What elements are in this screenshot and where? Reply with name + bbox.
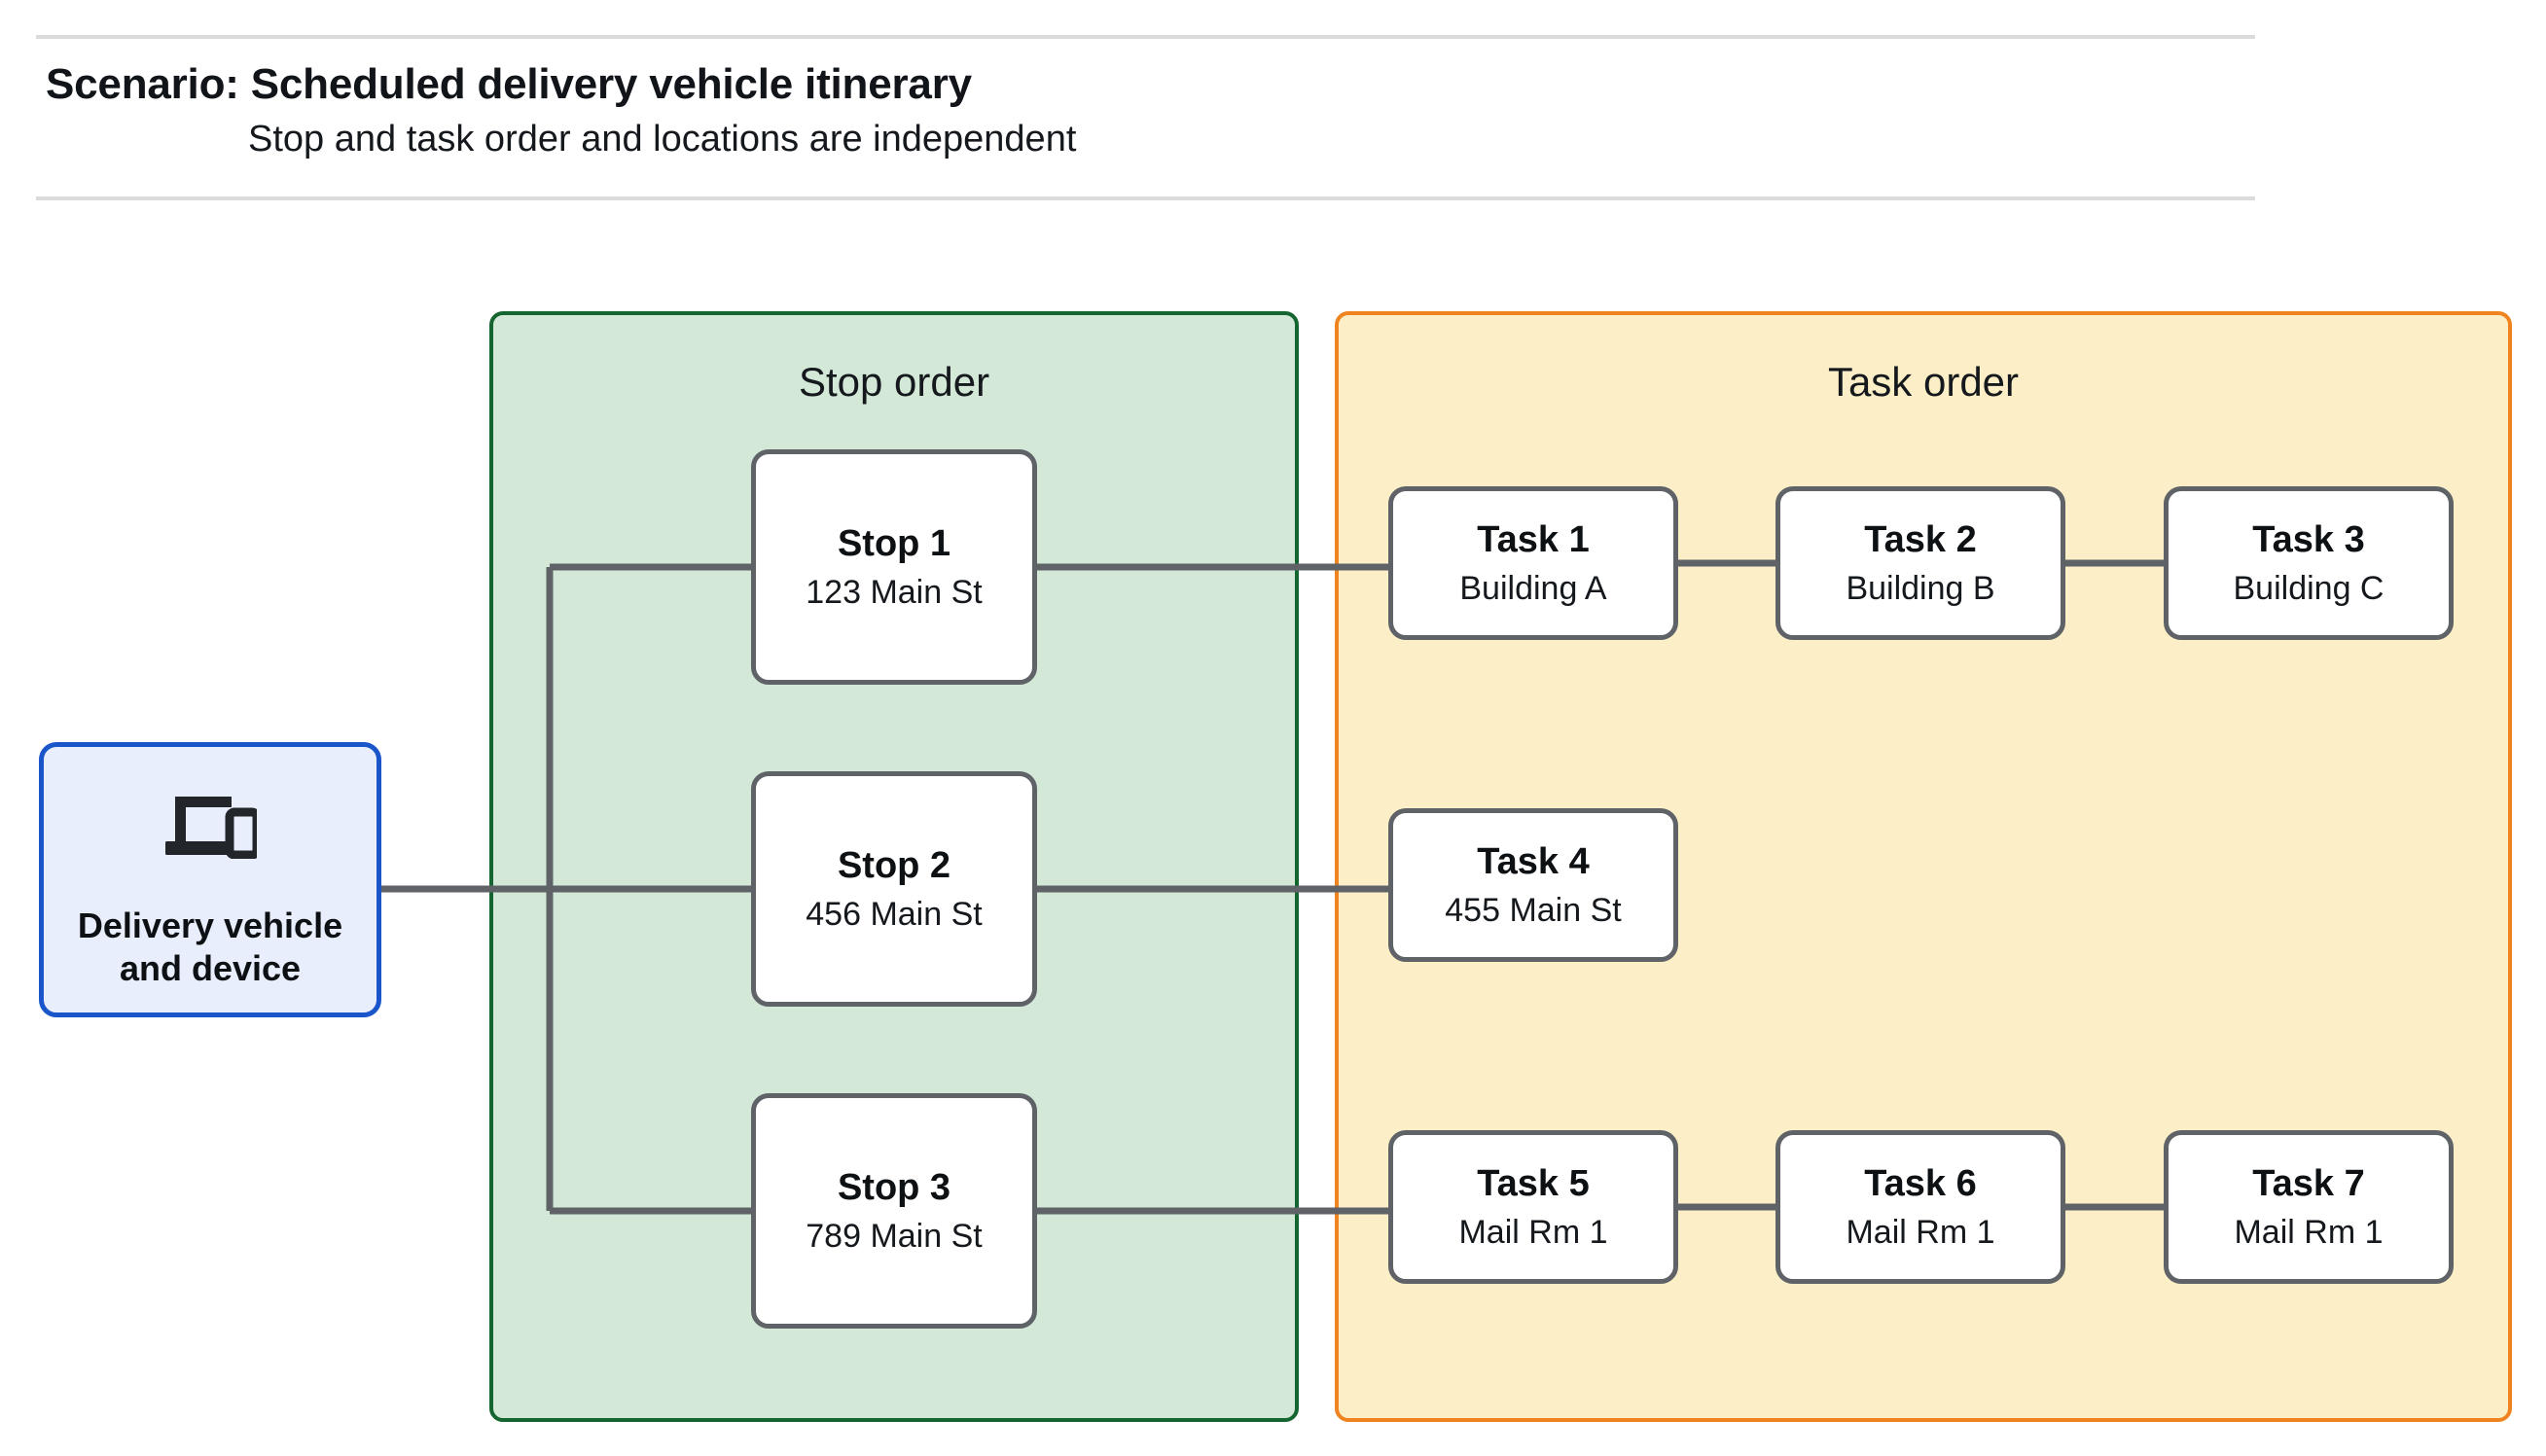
task-card[interactable]: Task 7 Mail Rm 1 [2164, 1130, 2454, 1284]
header-rule-top [36, 35, 2255, 39]
task-card[interactable]: Task 2 Building B [1775, 486, 2065, 640]
stop-card-address: 789 Main St [806, 1218, 983, 1256]
task-card[interactable]: Task 5 Mail Rm 1 [1388, 1130, 1678, 1284]
stop-card-title: Stop 3 [837, 1166, 951, 1208]
task-card-location: Mail Rm 1 [1846, 1214, 1995, 1252]
task-card-title: Task 4 [1477, 840, 1590, 882]
stop-card[interactable]: Stop 3 789 Main St [751, 1093, 1037, 1329]
task-card-title: Task 5 [1477, 1162, 1590, 1204]
task-card[interactable]: Task 1 Building A [1388, 486, 1678, 640]
task-card-location: Building A [1459, 570, 1607, 608]
stop-card-address: 456 Main St [806, 896, 983, 934]
task-card-location: Mail Rm 1 [2234, 1214, 2384, 1252]
task-card-location: Mail Rm 1 [1458, 1214, 1608, 1252]
stop-card-title: Stop 2 [837, 844, 951, 886]
task-card-location: 455 Main St [1445, 892, 1622, 930]
task-card[interactable]: Task 6 Mail Rm 1 [1775, 1130, 2065, 1284]
delivery-vehicle-node[interactable]: Delivery vehicle and device [39, 742, 381, 1017]
stop-card-title: Stop 1 [837, 522, 951, 564]
task-card-title: Task 2 [1864, 518, 1977, 560]
stop-card[interactable]: Stop 1 123 Main St [751, 449, 1037, 685]
stop-card[interactable]: Stop 2 456 Main St [751, 771, 1037, 1007]
task-card-title: Task 6 [1864, 1162, 1977, 1204]
task-card-title: Task 3 [2252, 518, 2365, 560]
task-card-location: Building C [2233, 570, 2385, 608]
page-subtitle: Stop and task order and locations are in… [248, 119, 1077, 160]
stop-order-title: Stop order [798, 359, 990, 405]
stop-card-address: 123 Main St [806, 574, 983, 612]
devices-icon [163, 791, 262, 864]
header-rule-bottom [36, 196, 2255, 200]
delivery-vehicle-label: Delivery vehicle and device [77, 906, 343, 988]
task-card[interactable]: Task 3 Building C [2164, 486, 2454, 640]
task-order-title: Task order [1827, 359, 2020, 405]
task-card-title: Task 1 [1477, 518, 1590, 560]
task-card-location: Building B [1846, 570, 1995, 608]
task-card[interactable]: Task 4 455 Main St [1388, 808, 1678, 962]
page-title: Scenario: Scheduled delivery vehicle iti… [46, 60, 972, 108]
task-card-title: Task 7 [2252, 1162, 2365, 1204]
